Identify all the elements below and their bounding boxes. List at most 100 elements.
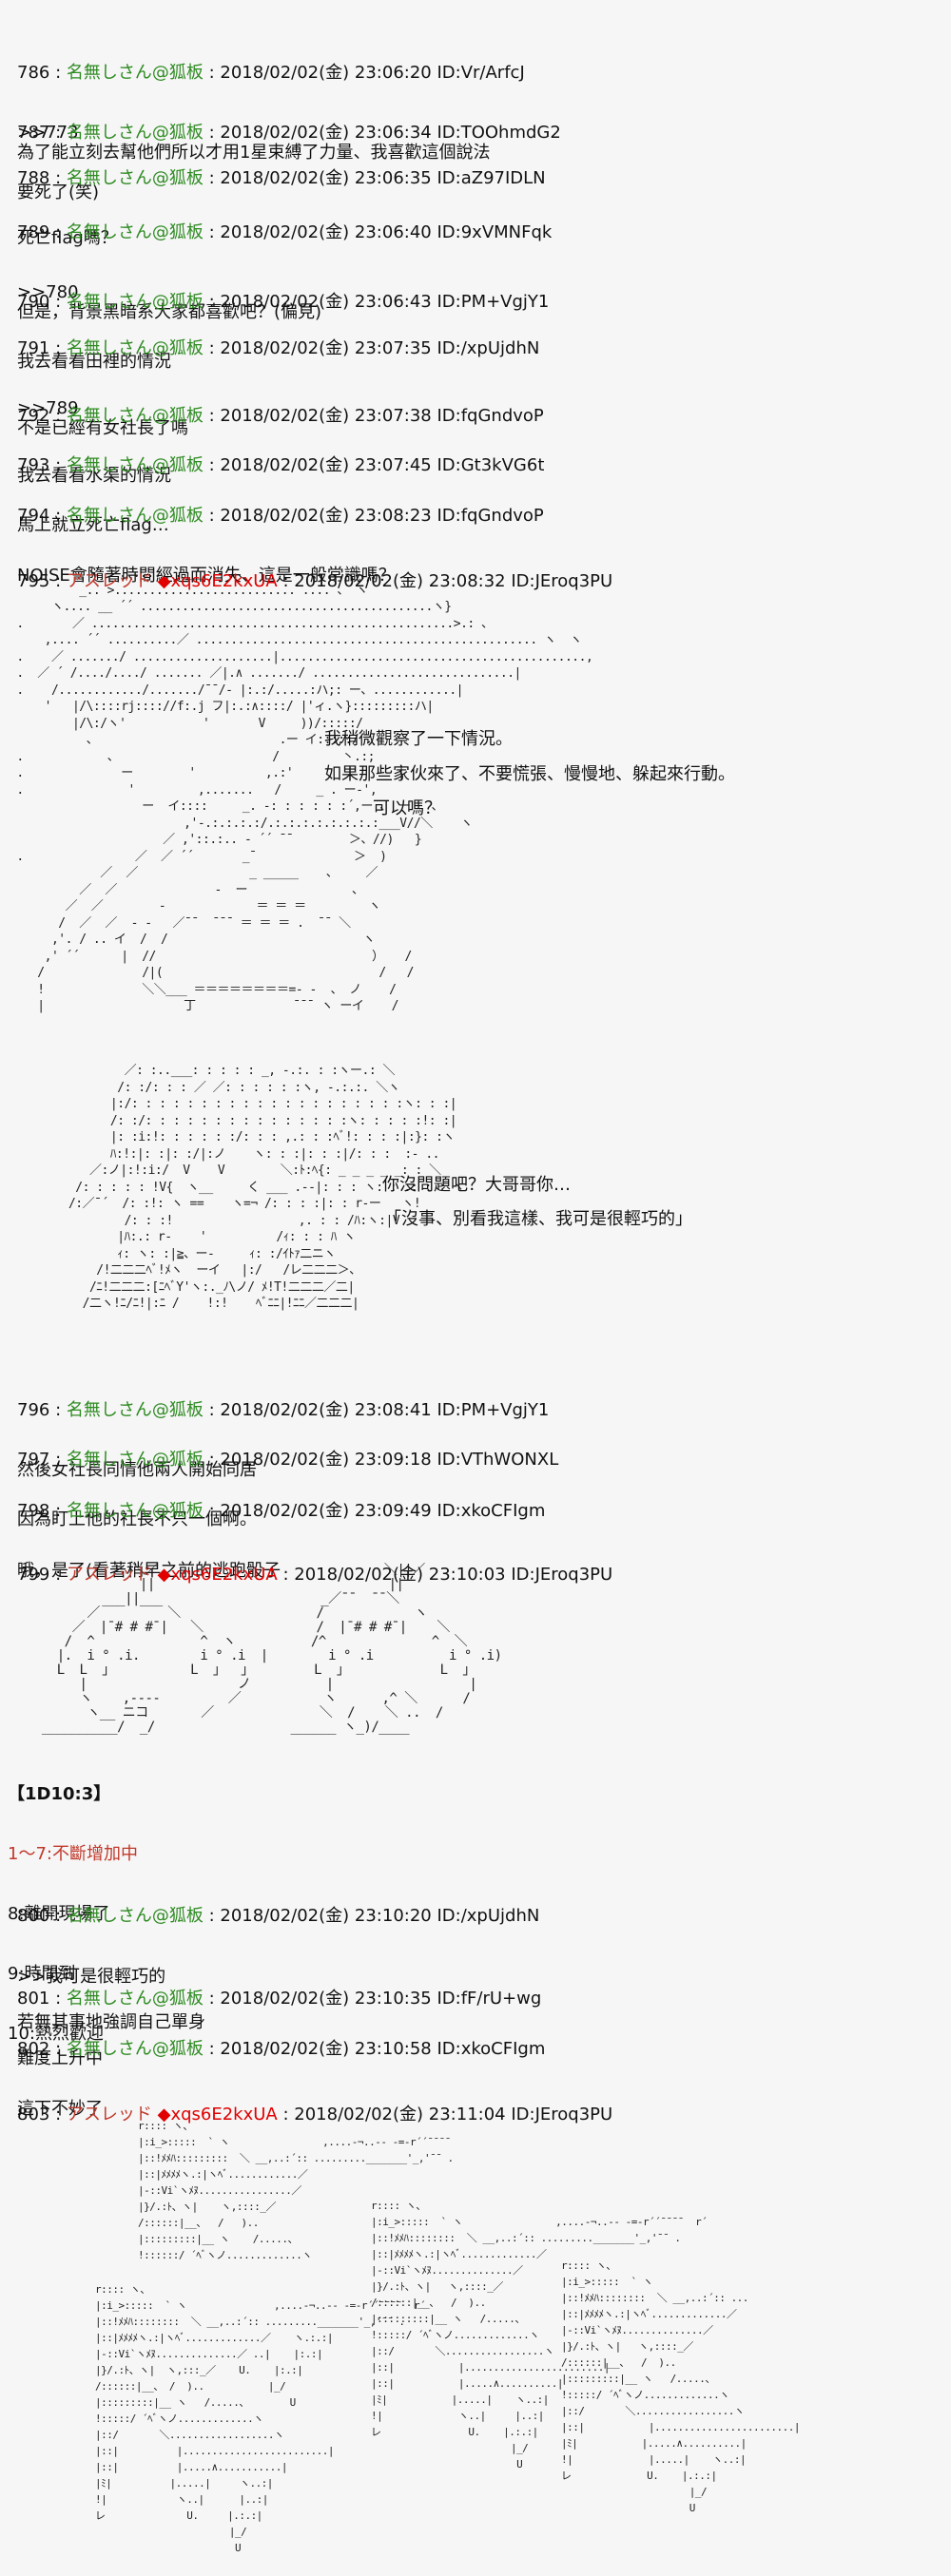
post-header: 798 : 名無しさん@狐板 : 2018/02/02(金) 23:09:49 … bbox=[17, 1501, 545, 1521]
poster-id[interactable]: ID:VThWONXL bbox=[437, 1450, 559, 1470]
post-787: 787 : 名無しさん@狐板 : 2018/02/02(金) 23:06:34 … bbox=[17, 83, 561, 222]
post-header: 799 : アスレッド ◆xqs6E2kxUA : 2018/02/02(金) … bbox=[17, 1565, 612, 1585]
post-date: 2018/02/02(金) 23:06:35 bbox=[220, 168, 432, 188]
poster-id[interactable]: ID:fF/rU+wg bbox=[437, 1989, 542, 2009]
poster-name: 名無しさん@狐板 bbox=[66, 1400, 204, 1420]
post-date: 2018/02/02(金) 23:07:38 bbox=[220, 406, 432, 426]
post-body: >>789 不是已經有女社長了嗎 bbox=[17, 398, 188, 438]
post-number[interactable]: 787 bbox=[17, 123, 50, 143]
post-799: 799 : アスレッド ◆xqs6E2kxUA : 2018/02/02(金) … bbox=[17, 1525, 612, 1605]
post-body: 難度上升中 bbox=[17, 2048, 103, 2068]
poster-id[interactable]: ID:TOOhmdG2 bbox=[437, 123, 561, 143]
poster-id[interactable]: ID:Vr/ArfcJ bbox=[437, 63, 525, 83]
post-header: 786 : 名無しさん@狐板 : 2018/02/02(金) 23:06:20 … bbox=[17, 63, 525, 83]
post-body: 死亡flag嗎？ bbox=[17, 228, 118, 248]
post-797: 797 : 名無しさん@狐板 : 2018/02/02(金) 23:09:18 … bbox=[17, 1410, 558, 1549]
poster-id[interactable]: ID:aZ97IDLN bbox=[437, 168, 546, 188]
ascii-art-characters: ＼／ ＼||／ || || ___||___ _／¯¯ ¯¯＼ ／ ＼ / ヽ … bbox=[41, 1563, 502, 1735]
dice-roll-title: 【1D10:3】 bbox=[8, 1784, 111, 1804]
post-791: 791 : 名無しさん@狐板 : 2018/02/02(金) 23:07:35 … bbox=[17, 298, 539, 458]
post-number[interactable]: 788 bbox=[17, 168, 50, 188]
post-header: 789 : 名無しさん@狐板 : 2018/02/02(金) 23:06:40 … bbox=[17, 222, 552, 242]
post-date: 2018/02/02(金) 23:09:18 bbox=[220, 1450, 432, 1470]
poster-name: 名無しさん@狐板 bbox=[66, 406, 204, 426]
separator: : bbox=[49, 571, 67, 591]
post-number[interactable]: 791 bbox=[17, 338, 50, 358]
narration-line: 我稍微觀察了一下情況。 bbox=[324, 729, 513, 749]
post-789: 789 : 名無しさん@狐板 : 2018/02/02(金) 23:06:40 … bbox=[17, 183, 552, 342]
post-body: 馬上就立死亡flag… bbox=[17, 515, 169, 535]
poster-id[interactable]: ID:xkoCFIgm bbox=[437, 2039, 546, 2059]
separator: : bbox=[49, 222, 67, 242]
ascii-art-boy: ヽ ¯¯.........___ - 、 _.. >..............… bbox=[16, 567, 593, 1013]
separator: : bbox=[49, 1989, 67, 2009]
dialogue-line: 「沒事、別看我這樣、我可是很輕巧的」 bbox=[384, 1209, 692, 1229]
post-header: 791 : 名無しさん@狐板 : 2018/02/02(金) 23:07:35 … bbox=[17, 338, 539, 358]
post-date: 2018/02/02(金) 23:10:20 bbox=[220, 1906, 432, 1926]
post-header: 792 : 名無しさん@狐板 : 2018/02/02(金) 23:07:38 … bbox=[17, 406, 544, 426]
separator: : bbox=[203, 506, 221, 526]
poster-name: 名無しさん@狐板 bbox=[66, 1906, 204, 1926]
separator: : bbox=[49, 123, 67, 143]
post-body: 因為盯上他的社長不只一個啊。 bbox=[17, 1509, 257, 1529]
post-body: 然後女社長同情他兩人開始同居 bbox=[17, 1460, 257, 1480]
poster-id[interactable]: ID:/xpUjdhN bbox=[437, 1906, 540, 1926]
post-796: 796 : 名無しさん@狐板 : 2018/02/02(金) 23:08:41 … bbox=[17, 1360, 549, 1500]
post-number[interactable]: 786 bbox=[17, 63, 50, 83]
dice-option-hit: 1～7:不斷增加中 bbox=[8, 1844, 138, 1864]
post-number[interactable]: 801 bbox=[17, 1989, 50, 2009]
poster-name: アスレッド bbox=[66, 2105, 152, 2124]
poster-id[interactable]: ID:JEroq3PU bbox=[511, 1565, 613, 1585]
poster-id[interactable]: ID:JEroq3PU bbox=[511, 571, 613, 591]
post-number[interactable]: 792 bbox=[17, 406, 50, 426]
post-number[interactable]: 796 bbox=[17, 1400, 50, 1420]
post-date: 2018/02/02(金) 23:07:45 bbox=[220, 455, 432, 475]
post-header: 801 : 名無しさん@狐板 : 2018/02/02(金) 23:10:35 … bbox=[17, 1989, 541, 2009]
post-number[interactable]: 794 bbox=[17, 506, 50, 526]
post-786: 786 : 名無しさん@狐板 : 2018/02/02(金) 23:06:20 … bbox=[17, 23, 525, 183]
post-number[interactable]: 797 bbox=[17, 1450, 50, 1470]
poster-id[interactable]: ID:xkoCFIgm bbox=[437, 1501, 546, 1521]
post-801: 801 : 名無しさん@狐板 : 2018/02/02(金) 23:10:35 … bbox=[17, 1949, 541, 2088]
poster-id[interactable]: ID:9xVMNFqk bbox=[437, 222, 553, 242]
separator: : bbox=[203, 2039, 221, 2059]
post-date: 2018/02/02(金) 23:08:23 bbox=[220, 506, 432, 526]
post-body: 這下不妙了 bbox=[17, 2099, 103, 2119]
dice-option: 8:離開現場了 bbox=[8, 1904, 110, 1924]
separator: : bbox=[49, 2039, 67, 2059]
post-number[interactable]: 802 bbox=[17, 2039, 50, 2059]
post-number[interactable]: 790 bbox=[17, 292, 50, 312]
post-header: 790 : 名無しさん@狐板 : 2018/02/02(金) 23:06:43 … bbox=[17, 292, 549, 312]
poster-id[interactable]: ID:Gt3kVG6t bbox=[437, 455, 545, 475]
post-date: 2018/02/02(金) 23:10:03 bbox=[294, 1565, 506, 1585]
dice-result: 【1D10:3】 1～7:不斷增加中 8:離開現場了 9:時間到 10:熱烈歡迎 bbox=[8, 1744, 138, 2064]
post-date: 2018/02/02(金) 23:06:43 bbox=[220, 292, 432, 312]
separator: : bbox=[49, 338, 67, 358]
post-number[interactable]: 800 bbox=[17, 1906, 50, 1926]
post-header: 802 : 名無しさん@狐板 : 2018/02/02(金) 23:10:58 … bbox=[17, 2039, 545, 2059]
poster-id[interactable]: ID:fqGndvoP bbox=[437, 506, 544, 526]
poster-id[interactable]: ID:PM+VgjY1 bbox=[437, 1400, 550, 1420]
post-number[interactable]: 798 bbox=[17, 1501, 50, 1521]
post-number[interactable]: 793 bbox=[17, 455, 50, 475]
tripcode: ◆xqs6E2kxUA bbox=[157, 2105, 278, 2124]
separator: : bbox=[203, 123, 221, 143]
poster-id[interactable]: ID:/xpUjdhN bbox=[437, 338, 540, 358]
poster-name: 名無しさん@狐板 bbox=[66, 1450, 204, 1470]
tripcode: ◆xqs6E2kxUA bbox=[157, 1565, 278, 1585]
poster-id[interactable]: ID:JEroq3PU bbox=[511, 2105, 613, 2124]
ascii-art-soldier: r:::: ヽ、 |:i_>::::: ` ヽ ,....-¬..-- -=-r… bbox=[95, 2283, 426, 2554]
poster-id[interactable]: ID:fqGndvoP bbox=[437, 406, 544, 426]
post-date: 2018/02/02(金) 23:10:58 bbox=[220, 2039, 432, 2059]
dialogue-line: 你沒問題吧？大哥哥你… bbox=[382, 1175, 571, 1195]
post-number[interactable]: 795 bbox=[17, 571, 50, 591]
post-body: 要死了(笑) bbox=[17, 183, 100, 202]
poster-id[interactable]: ID:PM+VgjY1 bbox=[437, 292, 550, 312]
post-body: 我去看看水渠的情況 bbox=[17, 466, 171, 486]
separator: : bbox=[203, 222, 221, 242]
post-number[interactable]: 803 bbox=[17, 2105, 50, 2124]
post-number[interactable]: 799 bbox=[17, 1565, 50, 1585]
separator: : bbox=[49, 1565, 67, 1585]
post-number[interactable]: 789 bbox=[17, 222, 50, 242]
post-header: 795 : アスレッド ◆xqs6E2kxUA : 2018/02/02(金) … bbox=[17, 571, 612, 591]
